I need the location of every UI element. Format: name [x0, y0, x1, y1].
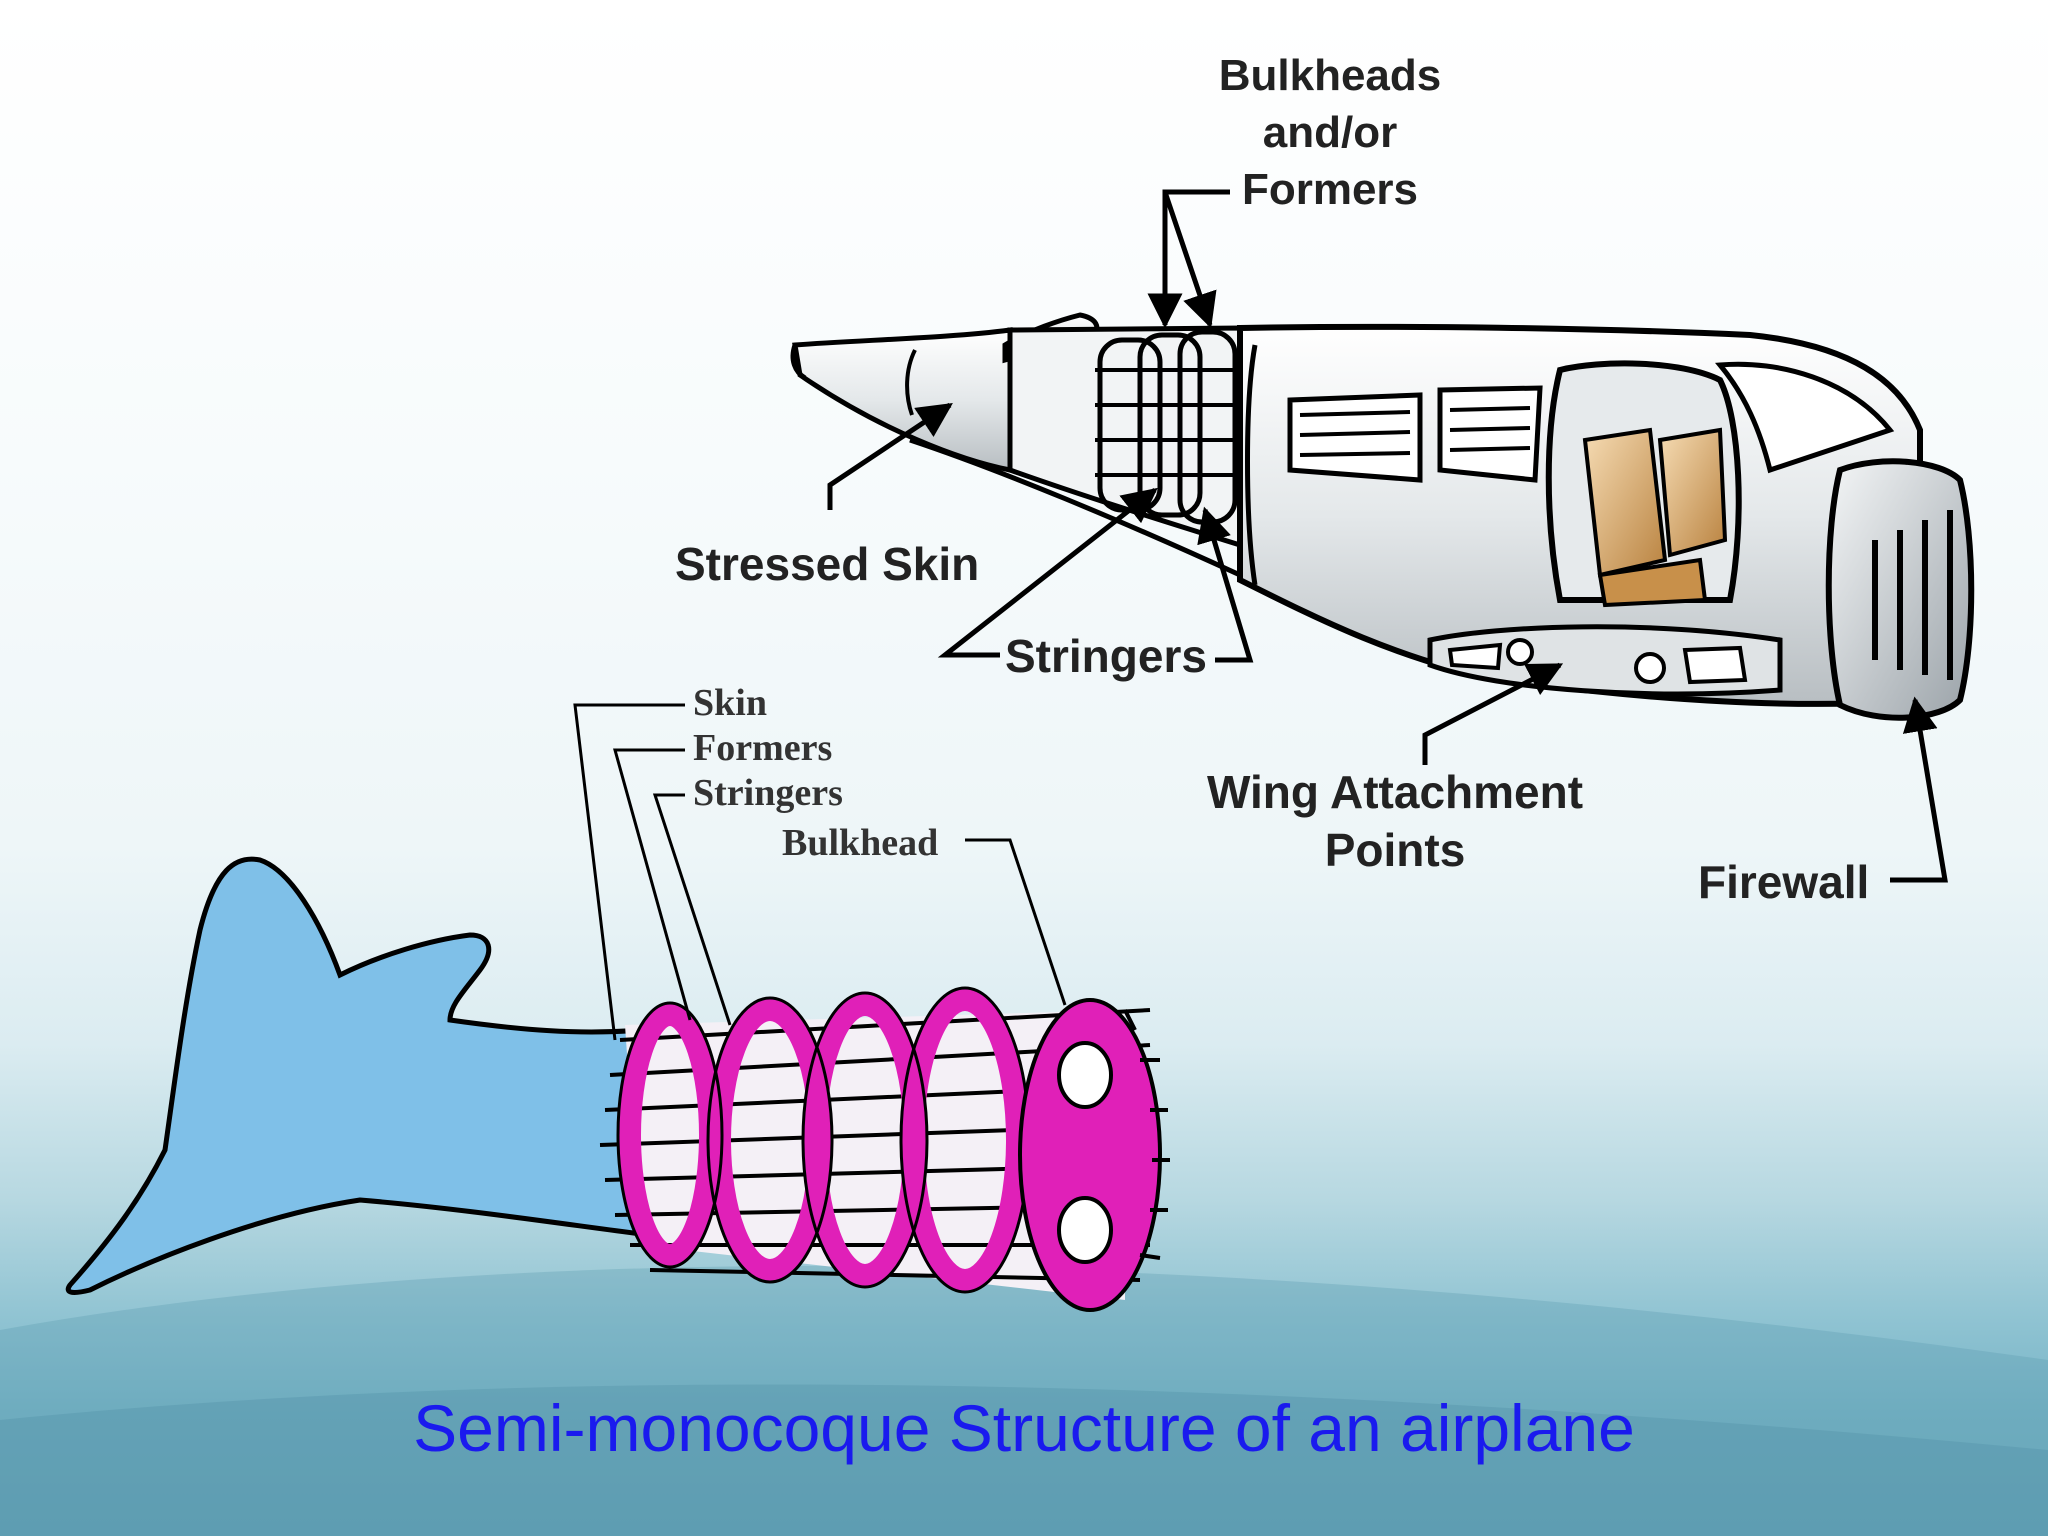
top-fuselage [790, 312, 1975, 721]
bottom-leaders [573, 703, 1067, 1041]
label-stringers-bottom: Stringers [693, 772, 843, 814]
bulkhead-disk [1018, 998, 1162, 1312]
label-skin: Skin [693, 682, 767, 724]
label-bulkheads: Bulkheads [1219, 51, 1442, 100]
slide-caption: Semi-monocoque Structure of an airplane [413, 1391, 1635, 1465]
label-bulkhead: Bulkhead [782, 822, 938, 864]
label-and-or: and/or [1263, 108, 1397, 157]
label-wing-attachment: Wing Attachment [1207, 766, 1583, 818]
bottom-formers [619, 989, 1028, 1291]
stringer-lines [1095, 368, 1235, 477]
top-leaders [827, 189, 1948, 883]
seat [1582, 427, 1668, 578]
label-stressed-skin: Stressed Skin [675, 538, 979, 590]
label-stringers-top: Stringers [1005, 630, 1207, 682]
bottom-fuselage [65, 856, 1170, 1312]
bottom-labels: Skin Formers Stringers Bulkhead [693, 682, 938, 864]
label-firewall: Firewall [1698, 856, 1869, 908]
tail-section-blue [65, 856, 694, 1295]
tail-cone-skin [792, 327, 1013, 474]
label-points: Points [1325, 824, 1466, 876]
label-formers: Formers [1242, 165, 1418, 214]
top-labels: Bulkheads and/or Formers Stressed Skin S… [675, 51, 1869, 908]
label-formers-bottom: Formers [693, 727, 832, 769]
